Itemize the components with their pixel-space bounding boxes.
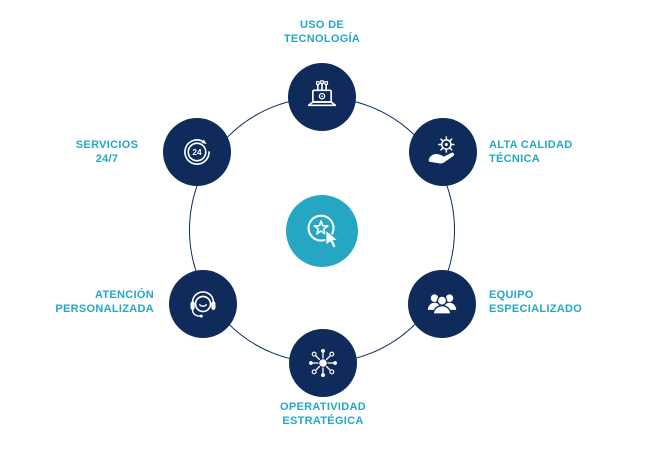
node-label-servicios-24-7: SERVICIOS 24/7 xyxy=(63,138,151,166)
clock-24-text: 24 xyxy=(192,147,202,157)
label-line: SERVICIOS xyxy=(75,139,139,151)
node-label-operatividad-estrategica: OPERATIVIDAD ESTRATÉGICA xyxy=(233,400,413,428)
node-label-equipo-especializado: EQUIPO ESPECIALIZADO xyxy=(489,288,629,316)
label-line: ESTRATÉGICA xyxy=(282,415,364,427)
label-line: TÉCNICA xyxy=(489,153,540,165)
node-equipo-especializado xyxy=(408,270,476,338)
laptop-circuit-icon xyxy=(307,80,337,107)
label-line: PERSONALIZADA xyxy=(55,303,154,315)
node-operatividad-estrategica xyxy=(289,329,357,397)
label-line: 24/7 xyxy=(95,153,119,165)
star-badge-cursor-icon xyxy=(307,214,339,249)
label-line: OPERATIVIDAD xyxy=(280,401,366,413)
team-icon xyxy=(427,294,457,315)
node-label-uso-de-tecnologia: USO DE TECNOLOGÍA xyxy=(232,18,412,46)
label-line: ALTA CALIDAD xyxy=(489,139,573,151)
clock-24-icon: 24 xyxy=(184,139,210,165)
label-line: ATENCIÓN xyxy=(94,289,154,301)
label-line: USO DE xyxy=(300,19,344,31)
label-line: EQUIPO xyxy=(489,289,534,301)
node-uso-de-tecnologia xyxy=(288,63,356,131)
node-label-atencion-personalizada: ATENCIÓN PERSONALIZADA xyxy=(18,288,154,316)
node-atencion-personalizada xyxy=(169,270,237,338)
network-icon xyxy=(309,349,337,377)
label-line: TECNOLOGÍA xyxy=(283,33,361,45)
headset-icon xyxy=(190,291,216,318)
cursor-arrow-icon xyxy=(325,229,339,249)
node-servicios-24-7: 24 xyxy=(163,118,231,186)
hand-gear-icon xyxy=(428,136,455,164)
center-badge xyxy=(286,195,358,267)
label-line: ESPECIALIZADO xyxy=(489,303,583,315)
node-label-alta-calidad-tecnica: ALTA CALIDAD TÉCNICA xyxy=(489,138,619,166)
node-alta-calidad-tecnica xyxy=(409,118,477,186)
